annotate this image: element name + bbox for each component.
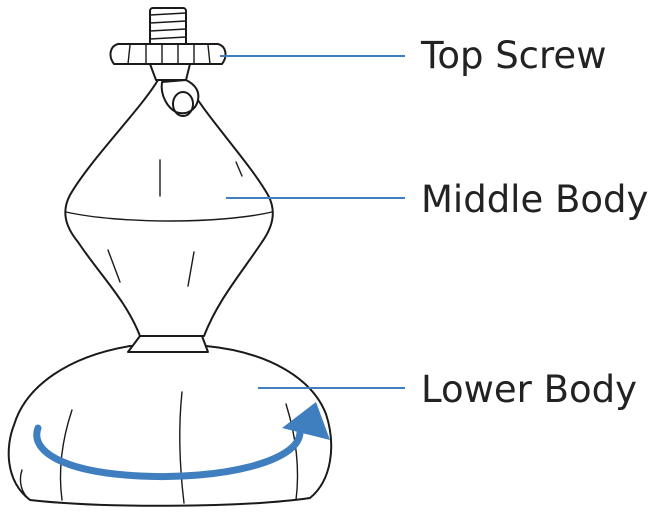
neck-joint <box>127 335 209 353</box>
screw-collar <box>149 63 191 81</box>
screw-thread <box>149 28 187 32</box>
top-screw-part <box>109 7 227 81</box>
lower-body-dome <box>7 345 333 507</box>
rotation-arrow-head <box>282 402 330 440</box>
lower-body-contour <box>19 469 31 501</box>
ball-joint-hole <box>172 91 194 117</box>
screw-thread <box>149 20 187 24</box>
rotation-arrow-icon <box>33 402 330 481</box>
middle-body-shape <box>64 79 274 337</box>
screw-thread <box>149 36 187 40</box>
lower-body-part <box>7 345 333 507</box>
middle-body-contour <box>235 161 243 177</box>
ball-joint <box>160 79 200 117</box>
lower-body-contour <box>59 409 73 501</box>
lower-body-contour <box>285 403 299 501</box>
label-middle-body: Middle Body <box>421 178 648 221</box>
knob-ridge <box>207 44 211 65</box>
screw-thread <box>149 12 187 16</box>
label-top-screw: Top Screw <box>420 34 606 77</box>
screw-knob <box>109 43 227 65</box>
lower-body-contour <box>179 391 185 504</box>
middle-body-contour <box>187 251 195 287</box>
rotation-arrow-arc <box>33 424 304 481</box>
middle-body-equator <box>65 211 273 222</box>
middle-body-contour <box>107 249 121 283</box>
label-lower-body: Lower Body <box>421 368 637 411</box>
middle-body-part <box>64 79 274 337</box>
knob-ridge <box>127 44 131 65</box>
